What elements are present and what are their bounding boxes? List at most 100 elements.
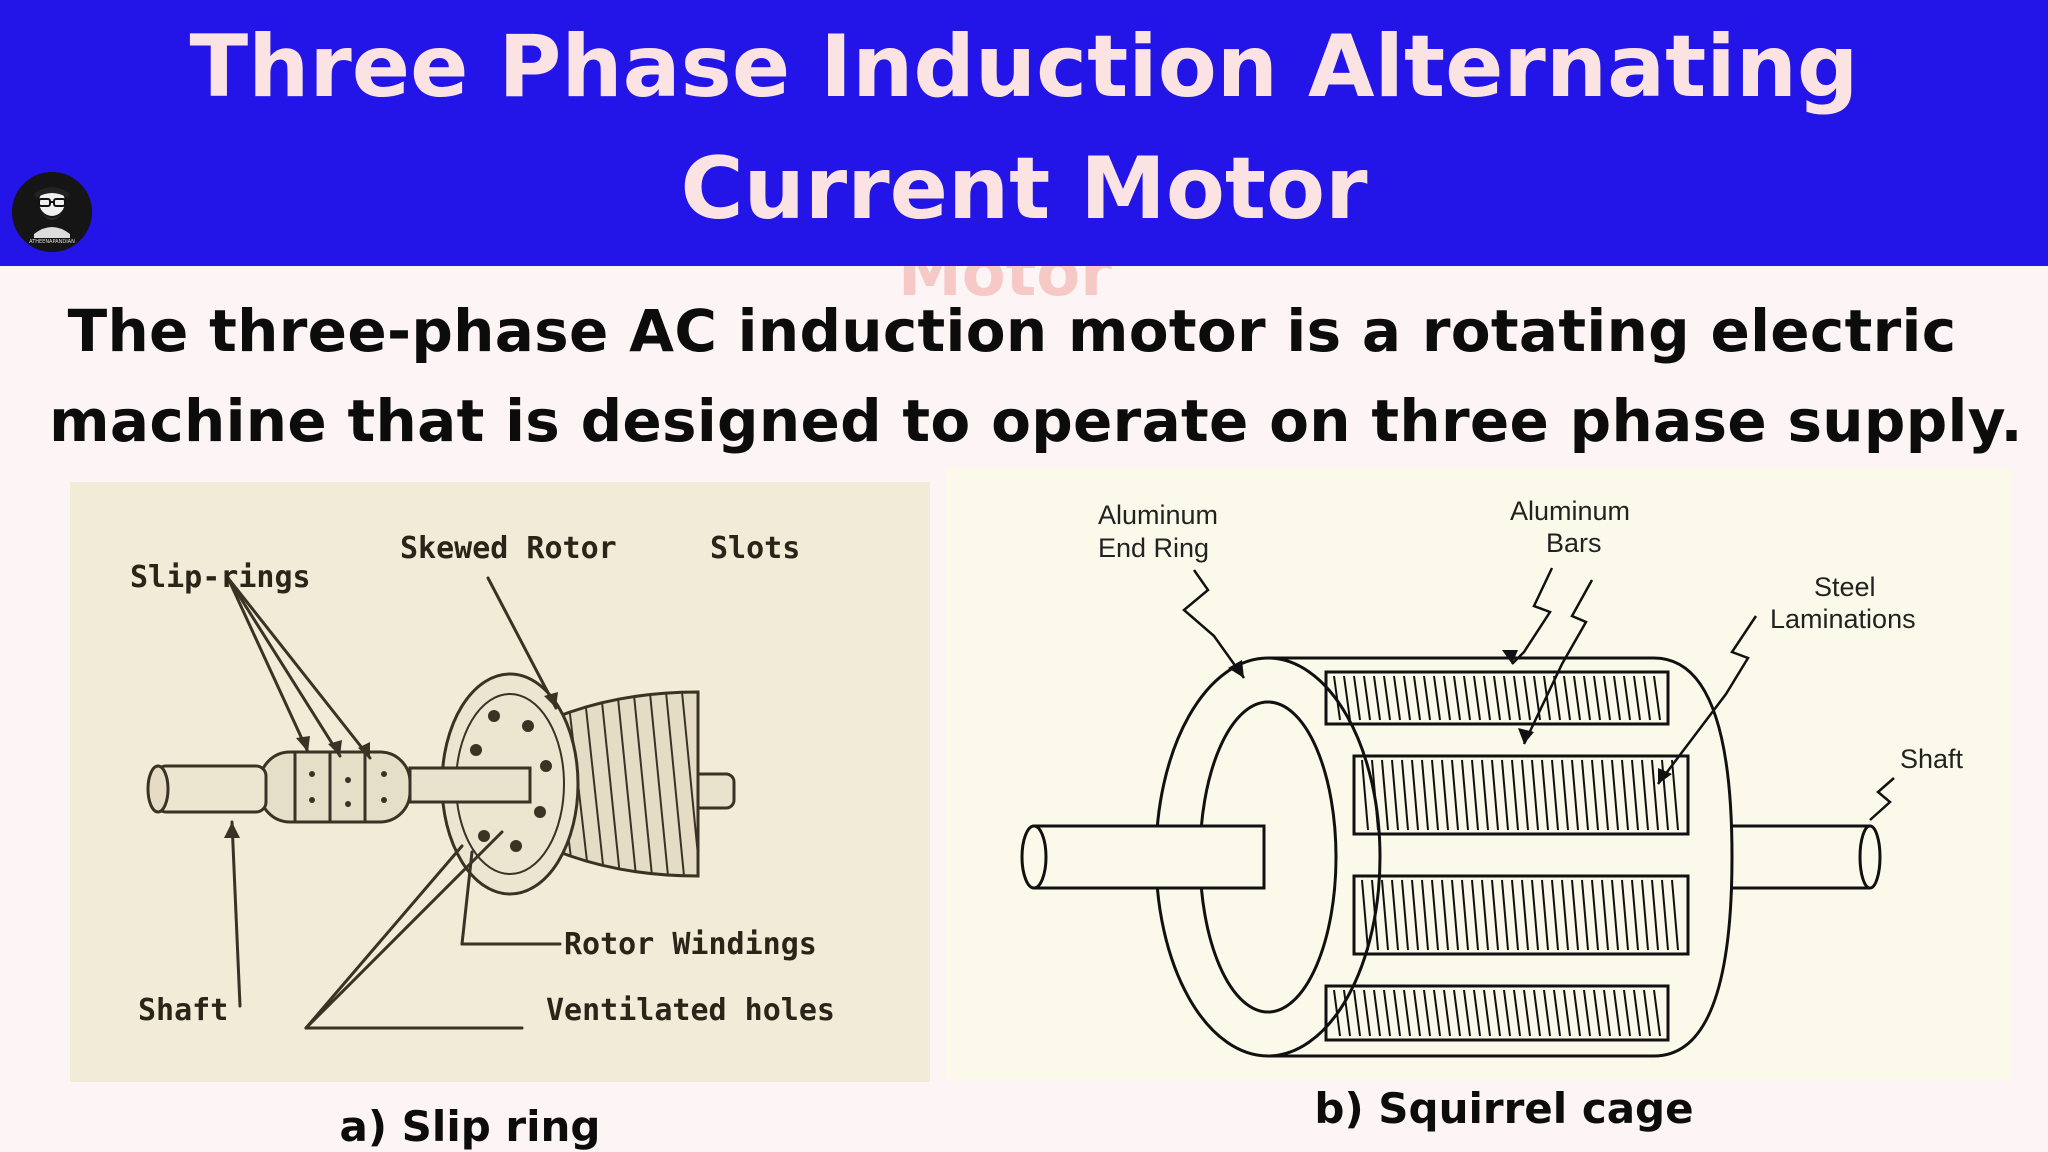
aluminum-bar xyxy=(1621,759,1629,831)
aluminum-bar xyxy=(1591,759,1599,831)
aluminum-bar xyxy=(1391,759,1399,831)
aluminum-bar xyxy=(1491,759,1499,831)
aluminum-bar xyxy=(1361,879,1369,951)
aluminum-bar xyxy=(1561,759,1569,831)
aluminum-bar xyxy=(1453,675,1461,721)
aluminum-bar xyxy=(1471,759,1479,831)
aluminum-bar xyxy=(1503,675,1511,721)
aluminum-bar xyxy=(1601,759,1609,831)
aluminum-bar xyxy=(1611,879,1619,951)
aluminum-bar xyxy=(1501,759,1509,831)
aluminum-bar xyxy=(1401,759,1409,831)
caption-slip-ring: a) Slip ring xyxy=(339,1102,601,1151)
aluminum-bar xyxy=(1553,675,1561,721)
aluminum-bar xyxy=(1433,675,1441,721)
aluminum-bar xyxy=(1661,879,1669,951)
aluminum-bar xyxy=(1593,989,1601,1037)
aluminum-bar xyxy=(1393,989,1401,1037)
aluminum-bar xyxy=(1363,989,1371,1037)
squirrel-cage-rotor-drawing xyxy=(1020,656,1882,1058)
aluminum-bar xyxy=(1383,675,1391,721)
aluminum-bar xyxy=(1633,675,1641,721)
aluminum-bar xyxy=(1523,675,1531,721)
aluminum-bar xyxy=(1581,879,1589,951)
aluminum-bar xyxy=(1411,879,1419,951)
aluminum-bar xyxy=(1671,879,1679,951)
aluminum-bar xyxy=(1541,759,1549,831)
label-slip-rings: Slip-rings xyxy=(130,560,311,595)
aluminum-bar xyxy=(1491,879,1499,951)
aluminum-bar xyxy=(1553,989,1561,1037)
aluminum-bar xyxy=(1573,675,1581,721)
bearded-man-with-glasses-icon: ATHEENAPANDIAN xyxy=(12,172,92,252)
label-aluminum-end-ring-1: Aluminum xyxy=(1098,500,1218,530)
page-title-line-2: Current Motor xyxy=(680,139,1368,239)
label-skewed-rotor: Skewed Rotor xyxy=(400,531,617,566)
aluminum-bar xyxy=(1441,759,1449,831)
aluminum-bar xyxy=(1473,989,1481,1037)
aluminum-bar xyxy=(1401,879,1409,951)
aluminum-bar xyxy=(1583,989,1591,1037)
aluminum-bar xyxy=(1451,879,1459,951)
aluminum-bar xyxy=(1651,759,1659,831)
page-title-line-1: Three Phase Induction Alternating xyxy=(189,17,1859,117)
aluminum-bar xyxy=(1631,879,1639,951)
aluminum-bar xyxy=(1353,675,1361,721)
aluminum-bar xyxy=(1461,879,1469,951)
aluminum-bar xyxy=(1371,879,1379,951)
aluminum-bar xyxy=(1391,879,1399,951)
aluminum-bar xyxy=(1671,759,1679,831)
caption-squirrel-cage: b) Squirrel cage xyxy=(1314,1084,1694,1133)
aluminum-bar xyxy=(1473,675,1481,721)
aluminum-bar xyxy=(1543,989,1551,1037)
aluminum-bar xyxy=(1623,989,1631,1037)
aluminum-bar xyxy=(1653,675,1661,721)
aluminum-bar xyxy=(1623,675,1631,721)
aluminum-bar xyxy=(1381,879,1389,951)
aluminum-bar xyxy=(1493,989,1501,1037)
aluminum-bar xyxy=(1403,989,1411,1037)
aluminum-bar xyxy=(1641,879,1649,951)
aluminum-bar xyxy=(1511,879,1519,951)
aluminum-bar xyxy=(1481,759,1489,831)
aluminum-bar xyxy=(1463,989,1471,1037)
aluminum-bar xyxy=(1631,759,1639,831)
aluminum-bar xyxy=(1531,759,1539,831)
overlapping-ghost-text: Motor xyxy=(898,266,1112,311)
aluminum-bar xyxy=(1591,879,1599,951)
aluminum-bar xyxy=(1601,879,1609,951)
aluminum-bar xyxy=(1633,989,1641,1037)
aluminum-bar xyxy=(1413,675,1421,721)
aluminum-bar xyxy=(1423,675,1431,721)
aluminum-bar xyxy=(1483,989,1491,1037)
label-aluminum-bars-1: Aluminum xyxy=(1510,496,1630,526)
logo-text: ATHEENAPANDIAN xyxy=(29,239,75,245)
aluminum-bar xyxy=(1593,675,1601,721)
aluminum-bar xyxy=(1413,989,1421,1037)
title-banner: Three Phase Induction Alternating Curren… xyxy=(0,0,2048,266)
aluminum-bar xyxy=(1411,759,1419,831)
aluminum-bar xyxy=(1443,675,1451,721)
description-line-1: The three-phase AC induction motor is a … xyxy=(67,297,1957,365)
aluminum-bar xyxy=(1563,989,1571,1037)
aluminum-bar xyxy=(1551,879,1559,951)
aluminum-bar xyxy=(1483,675,1491,721)
aluminum-bar xyxy=(1541,879,1549,951)
aluminum-bar xyxy=(1463,675,1471,721)
aluminum-bar xyxy=(1603,675,1611,721)
aluminum-bar xyxy=(1613,675,1621,721)
label-steel-laminations-1: Steel xyxy=(1814,572,1876,602)
aluminum-bar xyxy=(1573,989,1581,1037)
aluminum-bar xyxy=(1373,675,1381,721)
aluminum-bar xyxy=(1393,675,1401,721)
aluminum-bar xyxy=(1521,759,1529,831)
aluminum-bar xyxy=(1521,879,1529,951)
aluminum-bar xyxy=(1431,879,1439,951)
aluminum-bar xyxy=(1333,675,1341,721)
aluminum-bar xyxy=(1531,879,1539,951)
label-shaft: Shaft xyxy=(1900,744,1964,774)
aluminum-bar xyxy=(1343,989,1351,1037)
aluminum-bar xyxy=(1643,989,1651,1037)
label-steel-laminations-2: Laminations xyxy=(1770,604,1916,634)
slip-ring-rotor-diagram: Slip-rings Skewed Rotor Slots Rotor Wind… xyxy=(70,482,930,1082)
